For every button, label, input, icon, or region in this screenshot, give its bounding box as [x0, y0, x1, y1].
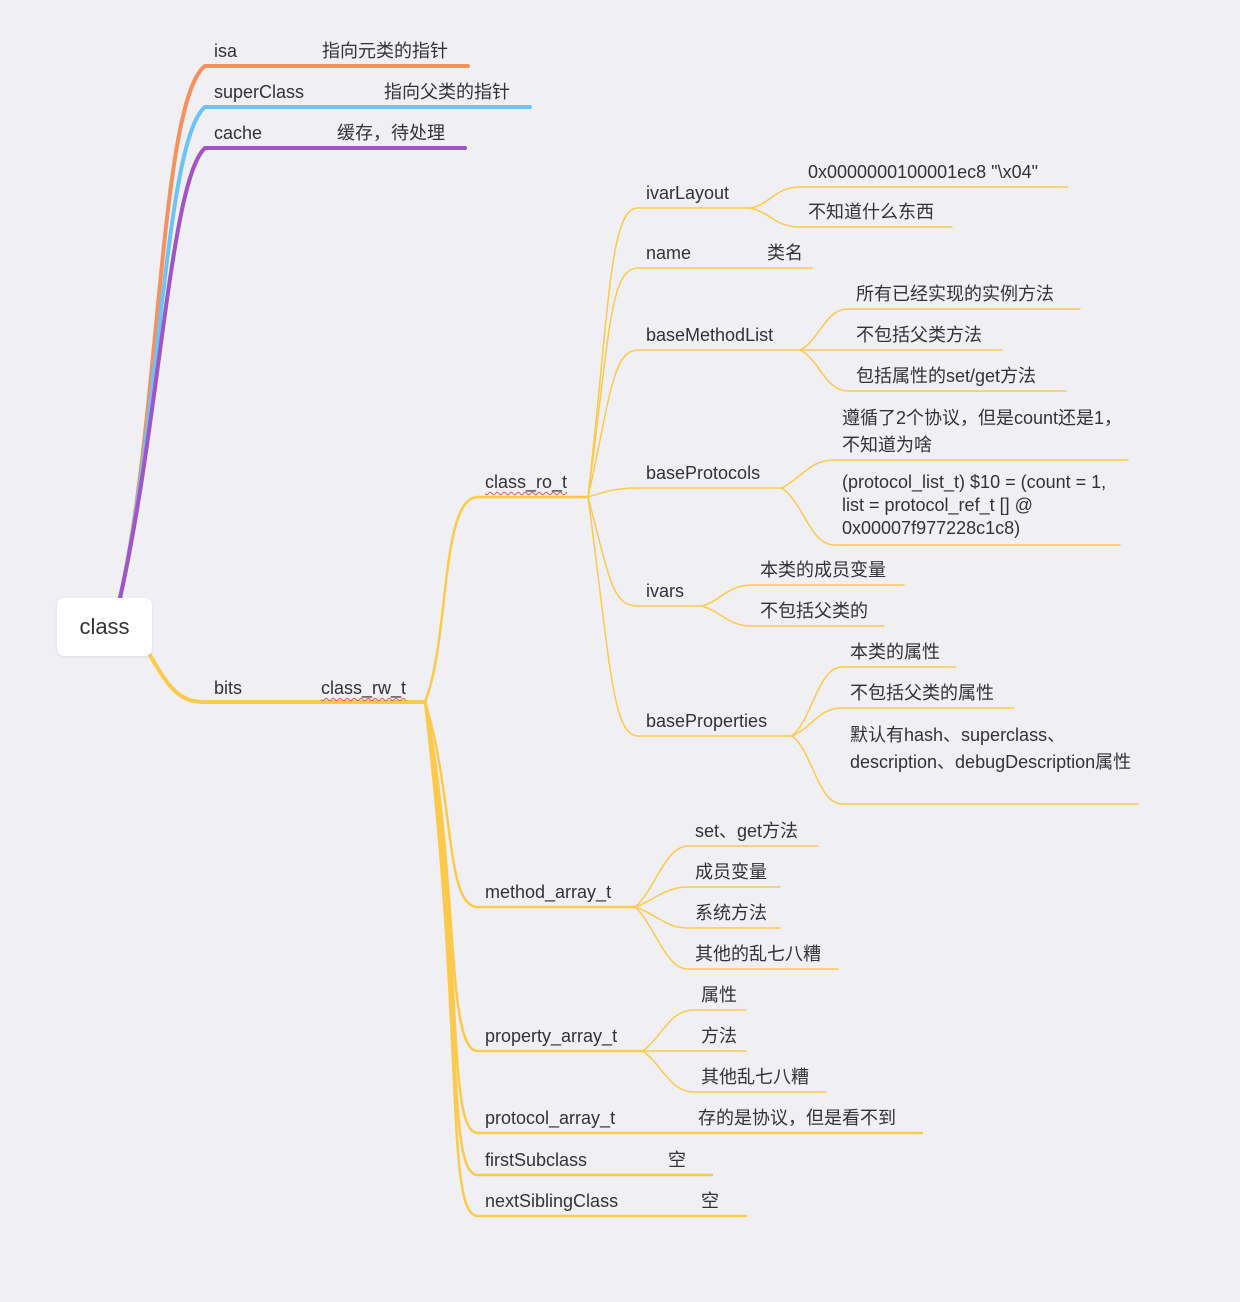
ivarlayout-connector	[587, 207, 751, 498]
protocol-array-t-connector	[423, 700, 924, 1135]
baseproperties-label[interactable]: baseProperties	[646, 711, 768, 731]
baseprotocols-connector	[587, 487, 783, 498]
method-array-item[interactable]: set、get方法	[695, 821, 799, 841]
isa-description[interactable]: 指向元类的指针	[322, 41, 448, 61]
basemethodlist-connector	[587, 349, 801, 498]
ivarlayout-value[interactable]: 0x0000000100001ec8 "\x04"	[808, 162, 1038, 182]
basemethodlist-item[interactable]: 所有已经实现的实例方法	[856, 284, 1054, 304]
method-array-item[interactable]: 成员变量	[695, 862, 767, 882]
ivars-label[interactable]: ivars	[646, 581, 685, 601]
property-array-t-label[interactable]: property_array_t	[485, 1026, 618, 1046]
ivarlayout-note[interactable]: 不知道什么东西	[808, 202, 934, 222]
class-ro-t-label[interactable]: class_ro_t	[485, 472, 568, 492]
protocol-array-t-value[interactable]: 存的是协议，但是看不到	[698, 1108, 896, 1128]
property-array-item[interactable]: 其他乱七八糟	[701, 1067, 809, 1087]
bits-label[interactable]: bits	[214, 678, 243, 698]
property-array-item[interactable]: 属性	[701, 985, 737, 1005]
bits-connector	[148, 653, 427, 704]
superclass-label[interactable]: superClass	[214, 82, 305, 102]
first-subclass-value[interactable]: 空	[668, 1150, 686, 1170]
baseprotocols-value[interactable]: (protocol_list_t) $10 = (count = 1, list…	[842, 472, 1107, 538]
ivars-item[interactable]: 本类的成员变量	[760, 560, 886, 580]
cache-description[interactable]: 缓存，待处理	[337, 123, 445, 143]
next-sibling-class-value[interactable]: 空	[701, 1191, 719, 1211]
ivars-item[interactable]: 不包括父类的	[760, 601, 868, 621]
class-ro-t-connector	[423, 495, 590, 704]
baseproperties-item[interactable]: 不包括父类的属性	[850, 683, 994, 703]
first-subclass-label[interactable]: firstSubclass	[485, 1150, 588, 1170]
method-array-t-label[interactable]: method_array_t	[485, 882, 612, 902]
baseproperties-connector	[587, 496, 793, 737]
baseprotocols-label[interactable]: baseProtocols	[646, 463, 761, 483]
cache-label[interactable]: cache	[214, 123, 263, 143]
isa-label[interactable]: isa	[214, 41, 238, 61]
baseproperties-item[interactable]: 默认有hash、superclass、description、debugDesc…	[850, 725, 1132, 772]
class-rw-t-label[interactable]: class_rw_t	[321, 678, 407, 698]
basemethodlist-label[interactable]: baseMethodList	[646, 325, 774, 345]
baseproperties-item[interactable]: 本类的属性	[850, 642, 940, 662]
property-array-t-connector	[423, 700, 645, 1053]
property-array-item[interactable]: 方法	[701, 1026, 737, 1046]
ivarlayout-label[interactable]: ivarLayout	[646, 183, 730, 203]
root-node-class[interactable]: class	[57, 598, 152, 656]
method-array-t-connector	[423, 700, 637, 909]
basemethodlist-item[interactable]: 不包括父类方法	[856, 325, 982, 345]
first-subclass-connector	[423, 700, 714, 1177]
name-label[interactable]: name	[646, 243, 692, 263]
ivars-connector	[587, 496, 703, 607]
next-sibling-class-connector	[423, 700, 748, 1218]
next-sibling-class-label[interactable]: nextSiblingClass	[485, 1191, 619, 1211]
baseprotocols-note[interactable]: 遵循了2个协议，但是count还是1，不知道为啥	[842, 408, 1123, 455]
cache-connector	[118, 146, 467, 600]
basemethodlist-item[interactable]: 包括属性的set/get方法	[856, 366, 1037, 386]
name-value[interactable]: 类名	[767, 243, 803, 263]
method-array-item[interactable]: 其他的乱七八糟	[695, 944, 821, 964]
method-array-item[interactable]: 系统方法	[695, 903, 767, 923]
name-connector	[587, 267, 813, 498]
superclass-connector	[118, 105, 532, 600]
protocol-array-t-label[interactable]: protocol_array_t	[485, 1108, 616, 1128]
superclass-description[interactable]: 指向父类的指针	[384, 82, 510, 102]
